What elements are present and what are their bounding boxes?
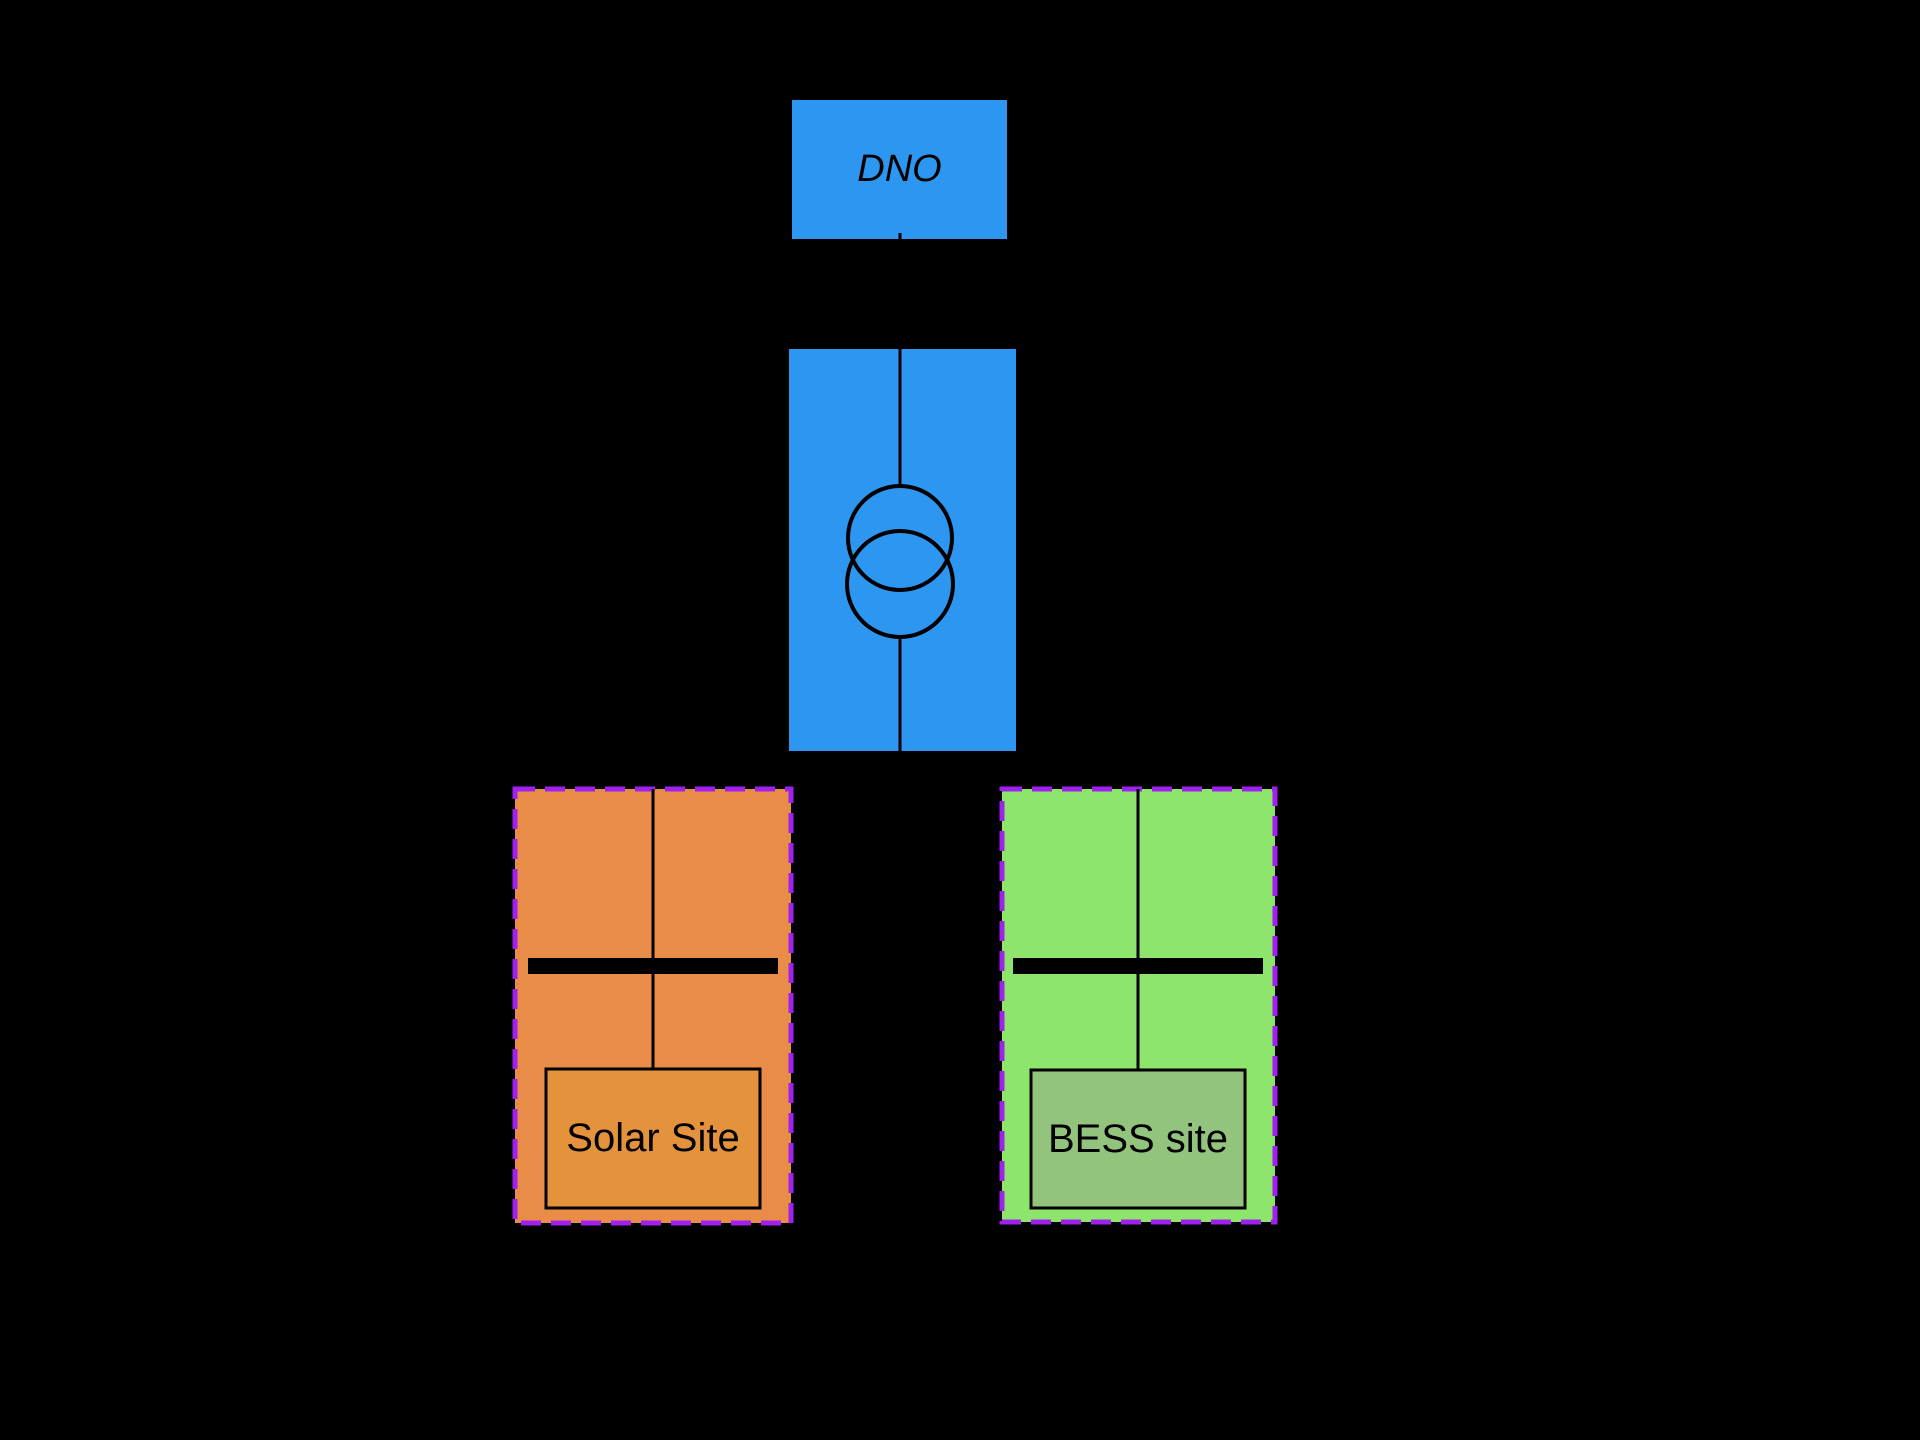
transformer-symbol-icon xyxy=(845,349,955,751)
transformer-box xyxy=(789,349,1016,751)
bess-site-box xyxy=(1029,1068,1247,1210)
bess-site-group xyxy=(999,786,1278,1225)
solar-busbar xyxy=(528,958,778,974)
dno-box xyxy=(792,100,1007,239)
bess-busbar xyxy=(1013,958,1263,974)
transformer-primary-winding-icon xyxy=(846,484,954,592)
solar-site-group xyxy=(512,786,794,1226)
solar-site-box xyxy=(544,1067,762,1210)
